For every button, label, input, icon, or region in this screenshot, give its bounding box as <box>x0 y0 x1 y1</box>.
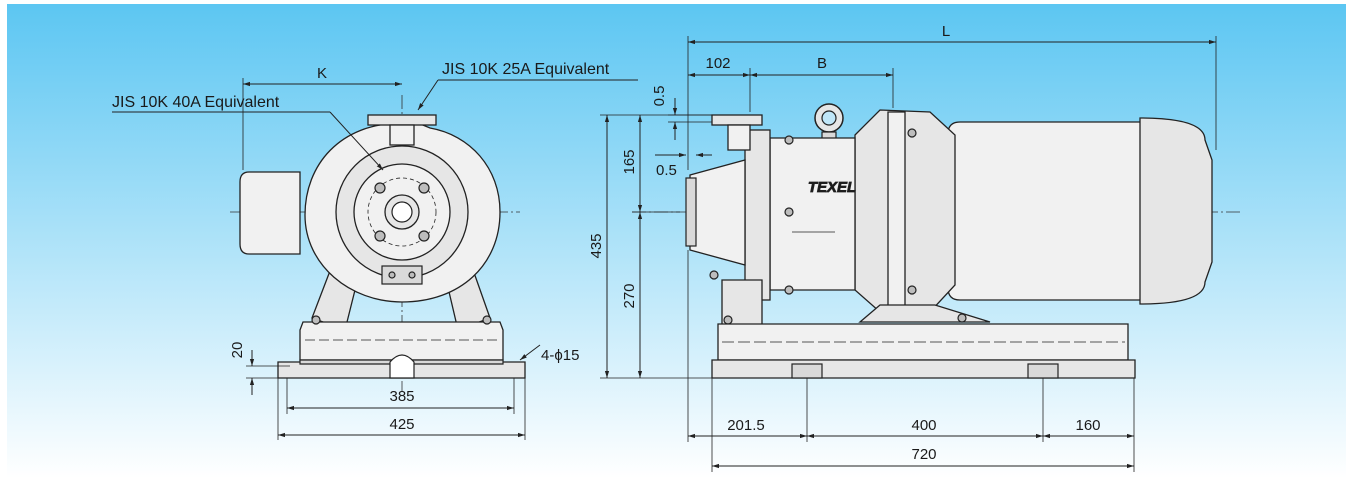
dim-b: B <box>817 55 827 72</box>
drain-plug <box>381 265 423 285</box>
dim-435: 435 <box>588 233 605 258</box>
side-view: TEXEL L 102 B <box>588 23 1240 472</box>
dim-425: 425 <box>389 416 414 433</box>
motor-fan-cover <box>1139 117 1213 305</box>
dim-720: 720 <box>911 446 936 463</box>
dim-20: 20 <box>229 342 246 359</box>
label-holes: 4-ϕ15 <box>541 347 579 364</box>
label-jis-40a: JIS 10K 40A Equivalent <box>112 94 280 111</box>
dim-05-mid: 0.5 <box>656 162 677 179</box>
motor-end <box>239 171 301 255</box>
dim-2015: 201.5 <box>727 417 765 434</box>
base-rail <box>711 359 1136 379</box>
dim-270: 270 <box>621 283 638 308</box>
discharge-flange-side <box>711 114 763 126</box>
suction-cover <box>689 159 746 266</box>
pump-casing-side <box>744 129 771 301</box>
bolt-hole <box>418 182 430 194</box>
brand-logo: TEXEL <box>808 179 856 196</box>
dim-102: 102 <box>705 55 730 72</box>
dim-400: 400 <box>911 417 936 434</box>
front-view: K JIS 10K 25A Equivalent JIS 10K 40A Equ… <box>112 61 638 440</box>
discharge-flange <box>367 114 437 126</box>
bolt-hole <box>374 230 386 242</box>
bolt-hole <box>374 182 386 194</box>
pump-frame <box>769 137 856 291</box>
motor-body <box>947 121 1151 301</box>
base-upper <box>299 321 504 361</box>
dim-l: L <box>942 23 950 40</box>
dim-165: 165 <box>621 149 638 174</box>
dim-160: 160 <box>1075 417 1100 434</box>
dim-05-top: 0.5 <box>651 86 668 107</box>
bolt-hole <box>418 230 430 242</box>
dim-385: 385 <box>389 388 414 405</box>
dim-k: K <box>317 65 327 82</box>
label-jis-25a: JIS 10K 25A Equivalent <box>442 61 610 78</box>
